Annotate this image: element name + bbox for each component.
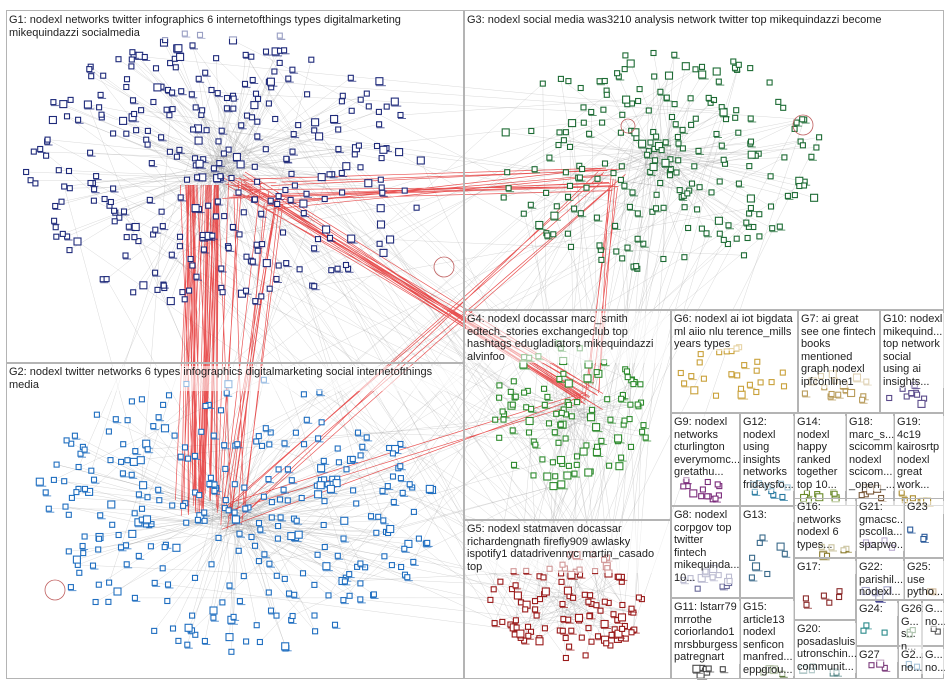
group-label-g26: G26: G... s... n... [900,603,923,653]
group-label-g6: G6: nodexl ai iot bigdata ml aiio nlu te… [673,313,797,351]
group-label-g5: G5: nodexl statmaven docassar richardeng… [466,523,668,573]
group-label-g15: G15: article13 nodexl senficon manfred..… [742,601,794,676]
group-label-g19: G19: 4c19 kairosrtp nodexl great work... [896,416,944,491]
group-label-g2y-a: G... no... [924,603,945,628]
group-label-g24: G24: [858,603,898,616]
group-label-g7: G7: ai great see one fintech books menti… [800,313,879,388]
group-label-g2x: G2... no... [900,649,923,674]
group-label-g3: G3: nodexl social media was3210 analysis… [466,14,940,27]
group-box-g3 [464,10,944,310]
group-label-g21: G21: gmacsc... pscolla... spapwo... [858,501,904,551]
group-label-g4: G4: nodexl docassar marc_smith edtech_st… [466,313,668,363]
group-label-g2y-b: G... no... [924,649,945,674]
group-label-g12: G12: nodexl using insights networks frid… [742,416,794,491]
group-label-g1: G1: nodexl networks twitter infographics… [8,14,460,39]
group-label-g9: G9: nodexl networks cturlington everymom… [673,416,739,479]
group-label-g16: G16: networks nodexl 6 types... [796,501,856,551]
group-box-g2 [6,363,464,679]
group-label-g11: G11: lstarr79 mrrothe coriorlando1 mrsbb… [673,601,740,664]
group-label-g8: G8: nodexl corpgov top twitter fintech m… [673,509,739,584]
group-label-g17: G17: [796,561,856,574]
group-label-g13: G13: [742,509,794,522]
group-label-g18: G18: marc_s... scicomm nodexl scicom... … [848,416,894,491]
group-box-g1 [6,10,464,363]
group-label-g20: G20: posadasluis utronschin... communit.… [796,623,856,673]
group-label-g14: G14: nodexl happy ranked together top 10… [796,416,846,491]
group-label-g10: G10: nodexl mikequind... top network soc… [882,313,944,388]
group-label-g23: G23 [906,501,944,514]
group-label-g27: G27 [858,649,898,662]
group-label-g25: G25: use pytho... [906,561,944,599]
group-label-g22: G22: parishil... nodexl... [858,561,904,599]
group-label-g2: G2: nodexl twitter networks 6 types info… [8,366,460,391]
